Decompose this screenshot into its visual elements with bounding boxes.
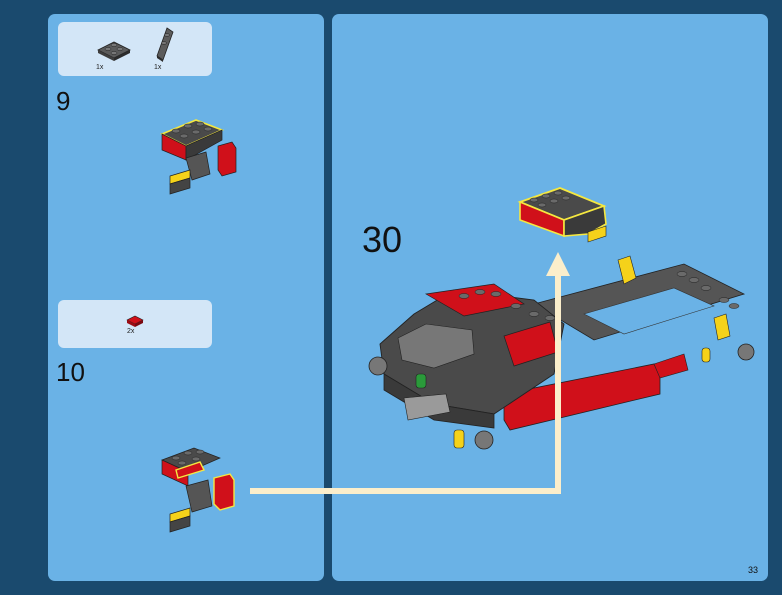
part-qty: 1x — [154, 64, 162, 71]
page-number: 33 — [747, 565, 758, 575]
step-10-sub-assembly — [161, 447, 235, 533]
part-qty: 1x — [96, 64, 104, 71]
parts-callout-step-9: 1x 1x — [58, 22, 212, 76]
red-plate-icon — [126, 315, 144, 327]
step-number-9: 9 — [56, 86, 71, 116]
step-number-30: 30 — [362, 219, 403, 260]
step-number-10: 10 — [56, 357, 85, 387]
attaching-sub-assembly — [517, 187, 607, 243]
build-direction-arrow — [250, 252, 570, 494]
right-instruction-panel: 30 — [250, 14, 768, 581]
vehicle-chassis-model — [368, 255, 755, 450]
step-9-sub-assembly — [160, 119, 237, 195]
part-qty: 2x — [127, 328, 135, 335]
left-instruction-panel: 1x 1x 9 2x 10 — [48, 14, 324, 581]
parts-callout-step-10: 2x — [58, 300, 212, 348]
dark-gray-wedge-plate-icon — [156, 27, 174, 62]
dark-gray-plate-icon — [97, 41, 131, 61]
